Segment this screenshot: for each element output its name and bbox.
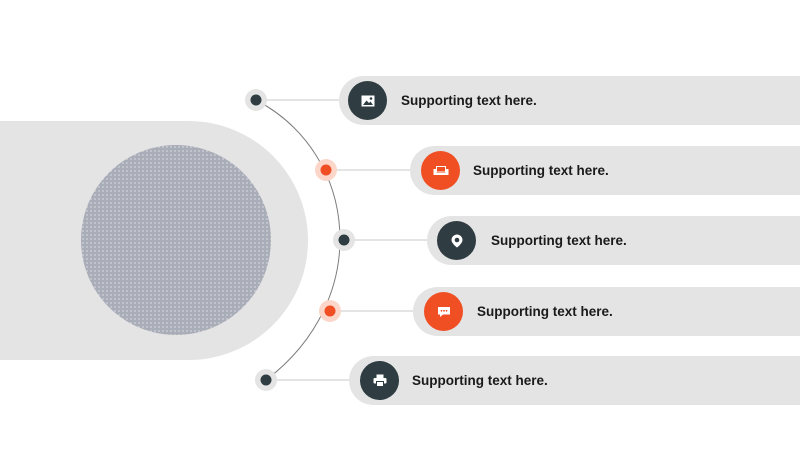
item-label-1: Supporting text here. [401, 93, 537, 108]
chat-bubble-icon [424, 292, 463, 331]
location-pin-icon [437, 221, 476, 260]
sofa-icon [421, 151, 460, 190]
item-label-3: Supporting text here. [491, 233, 627, 248]
item-label-2: Supporting text here. [473, 163, 609, 178]
item-bar-3: Supporting text here. [427, 216, 800, 265]
item-bar-5: Supporting text here. [349, 356, 800, 405]
node-1 [245, 89, 267, 111]
item-bar-4: Supporting text here. [413, 287, 800, 336]
connector-arc [255, 99, 341, 381]
item-label-4: Supporting text here. [477, 304, 613, 319]
node-5 [255, 369, 277, 391]
item-bar-1: Supporting text here. [339, 76, 800, 125]
node-4 [319, 300, 341, 322]
node-2 [315, 159, 337, 181]
item-bar-2: Supporting text here. [410, 146, 800, 195]
item-label-5: Supporting text here. [412, 373, 548, 388]
printer-icon [360, 361, 399, 400]
node-3 [333, 229, 355, 251]
image-placeholder-circle [81, 145, 271, 335]
image-icon [348, 81, 387, 120]
